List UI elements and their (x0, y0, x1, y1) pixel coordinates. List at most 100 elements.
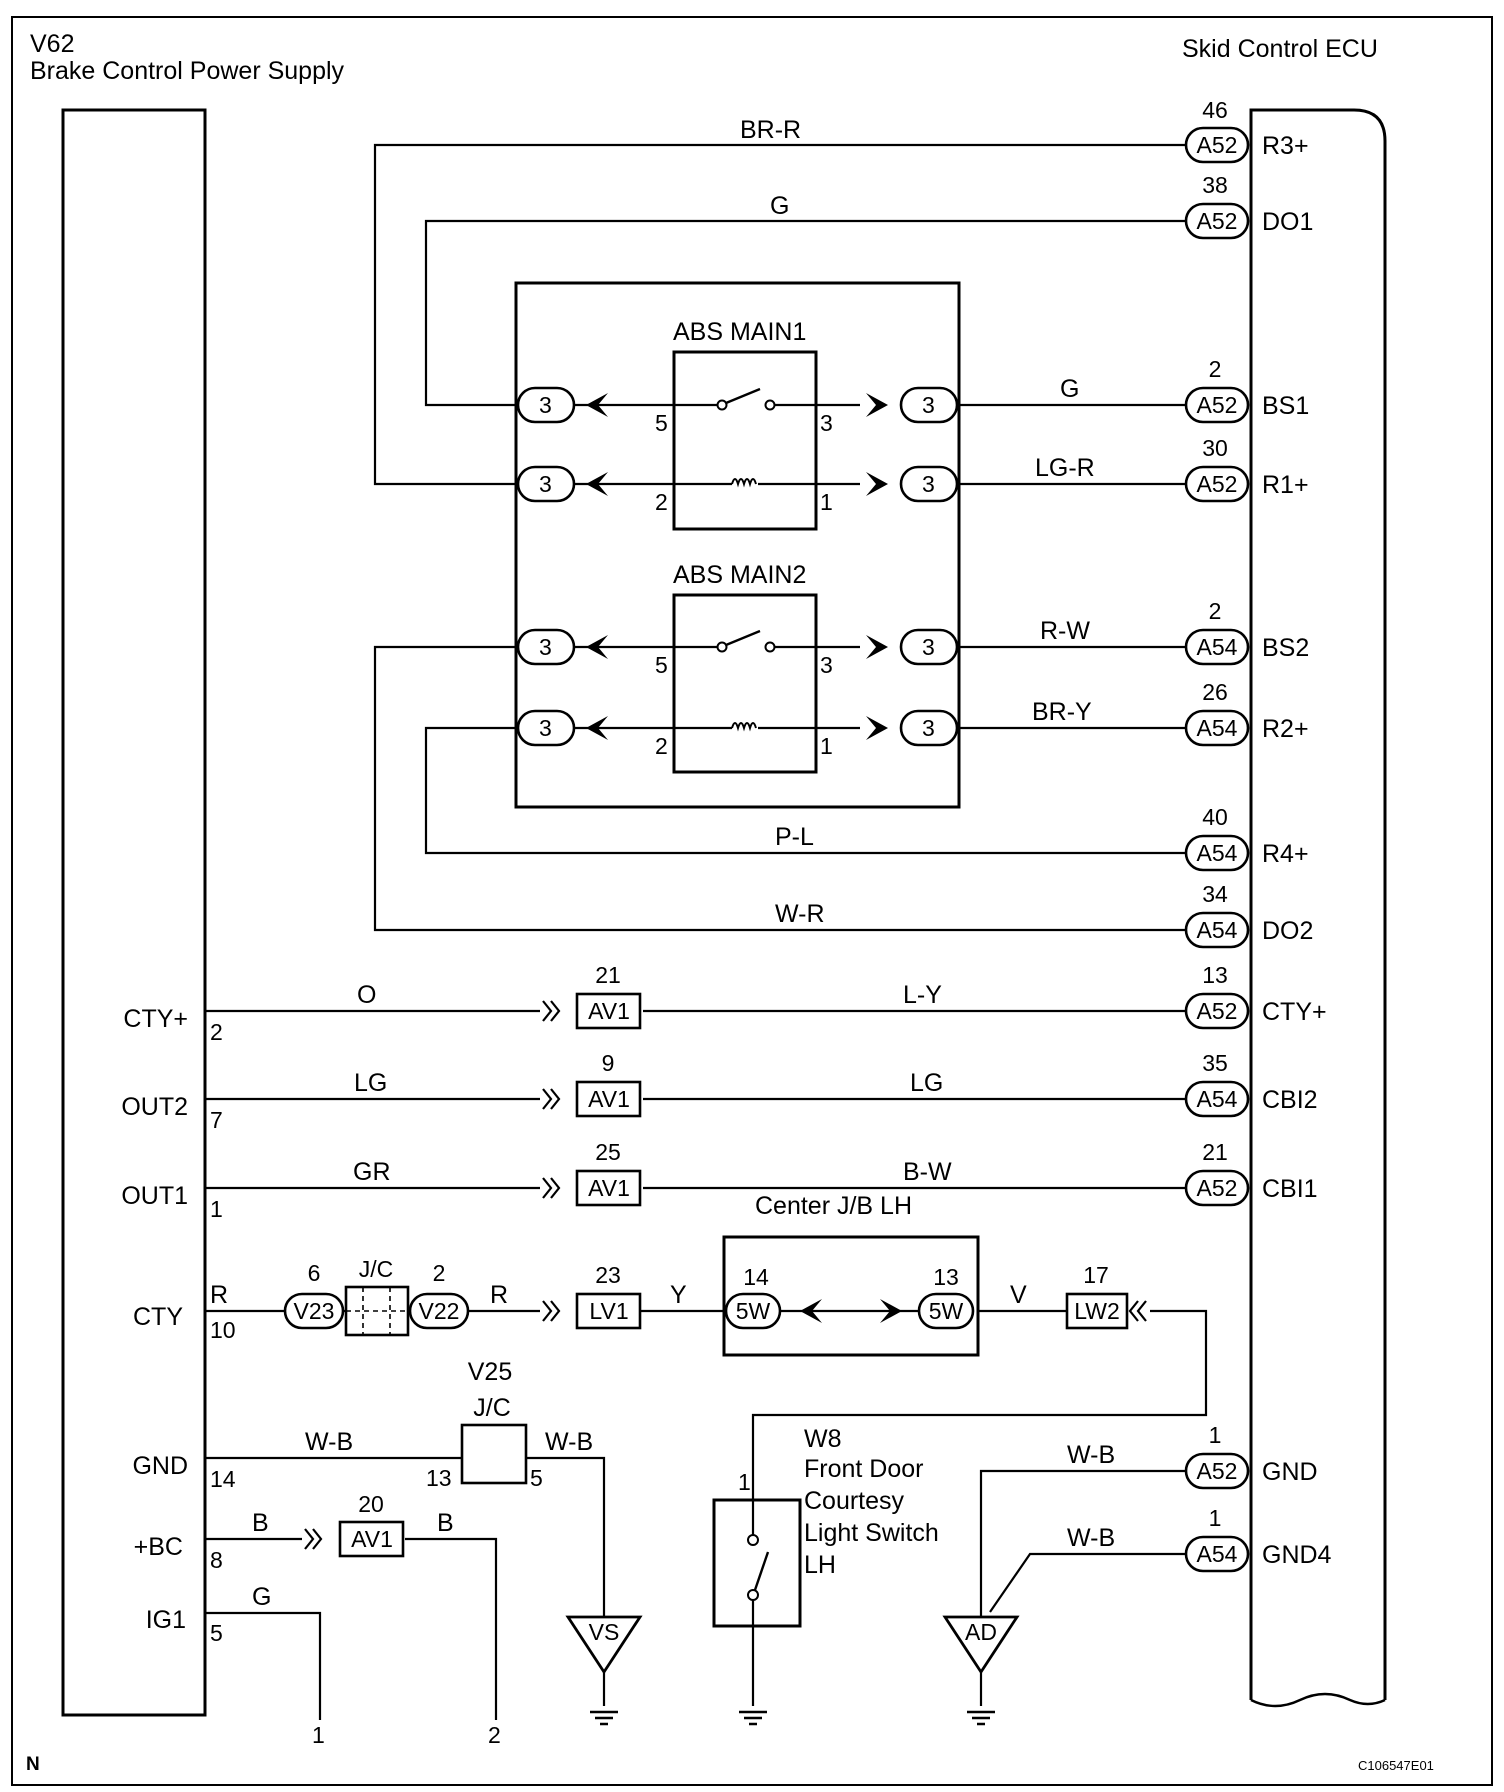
wire-label-v: V (1010, 1281, 1027, 1309)
ecu-connector-code: A54 (1197, 840, 1238, 866)
supply-pin-number: 8 (210, 1547, 223, 1573)
lv1-connector: LV1 (589, 1298, 628, 1324)
output-terminal-1: 1 (312, 1722, 325, 1748)
av1-connector: AV1 (588, 998, 630, 1024)
ecu-connector-code: A54 (1197, 917, 1238, 943)
supply-terminal-name: CTY (133, 1303, 183, 1331)
wire-g-top (424, 219, 1185, 407)
ecu-connector-code: A52 (1197, 1175, 1238, 1201)
door-switch-name-line1: Front Door (804, 1455, 923, 1483)
wire-label-r-w: R-W (1040, 617, 1090, 645)
ecu-connector-code: A52 (1197, 1458, 1238, 1484)
v22-connector: V22 (419, 1298, 460, 1324)
ground-point-vs (565, 1615, 643, 1726)
ecu-connector-pills (1184, 126, 1250, 1573)
center-jb-label: Center J/B LH (755, 1192, 912, 1220)
relay-conn-pin: 3 (539, 715, 552, 741)
ecu-connector-code: A52 (1197, 392, 1238, 418)
supply-pin-number: 2 (210, 1019, 223, 1045)
av1-connector: AV1 (588, 1175, 630, 1201)
v23-pin: 6 (308, 1260, 321, 1286)
ecu-connector-code: A54 (1197, 715, 1238, 741)
v25-jc-label: J/C (473, 1394, 511, 1422)
relay1-box (672, 350, 818, 531)
wire-out2 (205, 1080, 1185, 1118)
relay-conn-pin: 3 (539, 471, 552, 497)
door-switch-code: W8 (804, 1425, 842, 1453)
ecu-terminal-name: BS1 (1262, 392, 1309, 420)
supply-pin-number: 7 (210, 1107, 223, 1133)
ecu-terminal-name: R1+ (1262, 471, 1309, 499)
wire-label-lg-r: LG-R (1035, 454, 1095, 482)
lw2-connector: LW2 (1074, 1298, 1120, 1324)
5w-left-pin: 14 (743, 1264, 769, 1290)
wire-ig1 (205, 1611, 322, 1720)
output-terminal-2: 2 (488, 1722, 501, 1748)
wire-br-r (373, 143, 1185, 486)
page-frame (11, 16, 1493, 1786)
wire-label-w-b: W-B (545, 1428, 593, 1456)
relay-left-connectors (516, 386, 608, 747)
wire-label-gr: GR (353, 1158, 391, 1186)
ecu-terminal-name: CBI1 (1262, 1175, 1318, 1203)
ecu-terminal-name: CBI2 (1262, 1086, 1318, 1114)
ecu-box (1249, 108, 1387, 1700)
ecu-connector-code: A52 (1197, 208, 1238, 234)
ecu-pin-number: 2 (1209, 598, 1222, 624)
ecu-terminal-name: DO2 (1262, 917, 1313, 945)
wire-label-w-r: W-R (775, 900, 825, 928)
jc-label: J/C (359, 1256, 394, 1282)
ecu-pin-number: 21 (1202, 1139, 1228, 1165)
relay2-pin-2: 2 (655, 733, 668, 759)
wire-cty-path (205, 1235, 1208, 1500)
wire-label-r: R (210, 1281, 228, 1309)
relay-right-connectors (866, 386, 959, 747)
ecu-name: Skid Control ECU (1182, 35, 1378, 63)
5w-right-connector: 5W (929, 1298, 964, 1324)
wire-label-g-top: G (770, 192, 789, 220)
wire-plus-bc (205, 1520, 498, 1720)
ecu-connector-code: A54 (1197, 634, 1238, 660)
supply-terminal-name: OUT1 (121, 1182, 188, 1210)
relay-conn-pin: 3 (922, 471, 935, 497)
wire-w-r (373, 645, 1185, 932)
ecu-connector-code: A52 (1197, 998, 1238, 1024)
wire-label-w-b-gnd4: W-B (1067, 1524, 1115, 1552)
av1-pin-number: 20 (358, 1491, 384, 1517)
supply-terminal-name: GND (132, 1452, 188, 1480)
av1-pin-number: 25 (595, 1139, 621, 1165)
wire-label-b-w: B-W (903, 1158, 952, 1186)
wire-label-l-y: L-Y (903, 981, 942, 1009)
wire-gnd-jc (205, 1423, 606, 1617)
ground-ad-label: AD (965, 1619, 997, 1645)
wire-p-l (424, 726, 1185, 855)
ecu-pin-number: 38 (1202, 172, 1228, 198)
wire-label-p-l: P-L (775, 823, 814, 851)
relay2-name: ABS MAIN2 (673, 561, 806, 589)
ecu-pin-number: 46 (1202, 97, 1228, 123)
ecu-terminal-name: GND4 (1262, 1541, 1332, 1569)
door-switch-pin: 1 (738, 1469, 751, 1495)
ecu-connector-code: A52 (1197, 471, 1238, 497)
relay1-internal-wiring (604, 387, 860, 488)
ecu-pin-number: 34 (1202, 881, 1228, 907)
relay1-pin-2: 2 (655, 489, 668, 515)
relay-conn-pin: 3 (539, 634, 552, 660)
ecu-connector-code: A52 (1197, 132, 1238, 158)
door-switch-name-line3: Light Switch (804, 1519, 939, 1547)
wire-label-b: B (252, 1509, 269, 1537)
v25-pin-right: 5 (530, 1465, 543, 1491)
relay1-name: ABS MAIN1 (673, 318, 806, 346)
supply-terminal-name: OUT2 (121, 1093, 188, 1121)
wire-ecu-ground (942, 1469, 1185, 1726)
wire-label-b: B (437, 1509, 454, 1537)
relay1-pin-1: 1 (820, 489, 833, 515)
5w-left-connector: 5W (736, 1298, 771, 1324)
door-courtesy-switch (712, 1498, 802, 1726)
wire-label-lg: LG (910, 1069, 943, 1097)
wire-label-lg: LG (354, 1069, 387, 1097)
ecu-pin-number: 30 (1202, 435, 1228, 461)
ecu-terminal-name: DO1 (1262, 208, 1313, 236)
v23-connector: V23 (294, 1298, 335, 1324)
ground-vs-label: VS (589, 1619, 620, 1645)
